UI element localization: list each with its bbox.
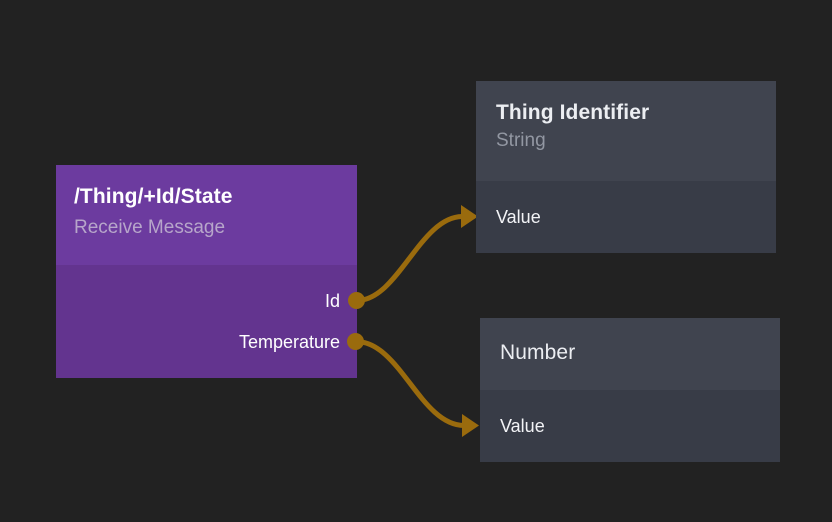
node-receive-message-subtitle: Receive Message <box>74 217 226 238</box>
output-port-temperature-dot[interactable] <box>347 333 364 350</box>
node-number[interactable]: Number Value <box>480 318 780 462</box>
output-port-id-dot[interactable] <box>348 292 365 309</box>
node-thing-identifier-header[interactable]: Thing Identifier String <box>476 81 776 181</box>
node-thing-identifier-body: Value <box>476 181 776 253</box>
node-receive-message[interactable]: /Thing/+Id/State Receive Message Id Temp… <box>56 165 357 378</box>
node-number-title: Number <box>500 341 576 364</box>
node-receive-message-body: Id Temperature <box>56 265 357 378</box>
connection-temperature-to-number[interactable] <box>353 339 467 428</box>
connection-id-to-thing-identifier[interactable] <box>354 214 465 303</box>
node-thing-identifier-subtitle: String <box>496 130 546 151</box>
node-receive-message-header[interactable]: /Thing/+Id/State Receive Message <box>56 165 357 265</box>
output-port-id-label[interactable]: Id <box>324 291 340 311</box>
input-field-thing-identifier-value[interactable]: Value <box>496 207 541 227</box>
input-field-number-value[interactable]: Value <box>500 416 545 436</box>
arrowhead-number-value <box>462 414 479 437</box>
node-number-body: Value <box>480 390 780 462</box>
node-receive-message-title: /Thing/+Id/State <box>74 185 233 208</box>
node-thing-identifier-title: Thing Identifier <box>496 101 650 124</box>
output-port-temperature-label[interactable]: Temperature <box>238 332 340 352</box>
node-number-header[interactable]: Number <box>480 318 780 390</box>
node-thing-identifier[interactable]: Thing Identifier String Value <box>476 81 776 253</box>
